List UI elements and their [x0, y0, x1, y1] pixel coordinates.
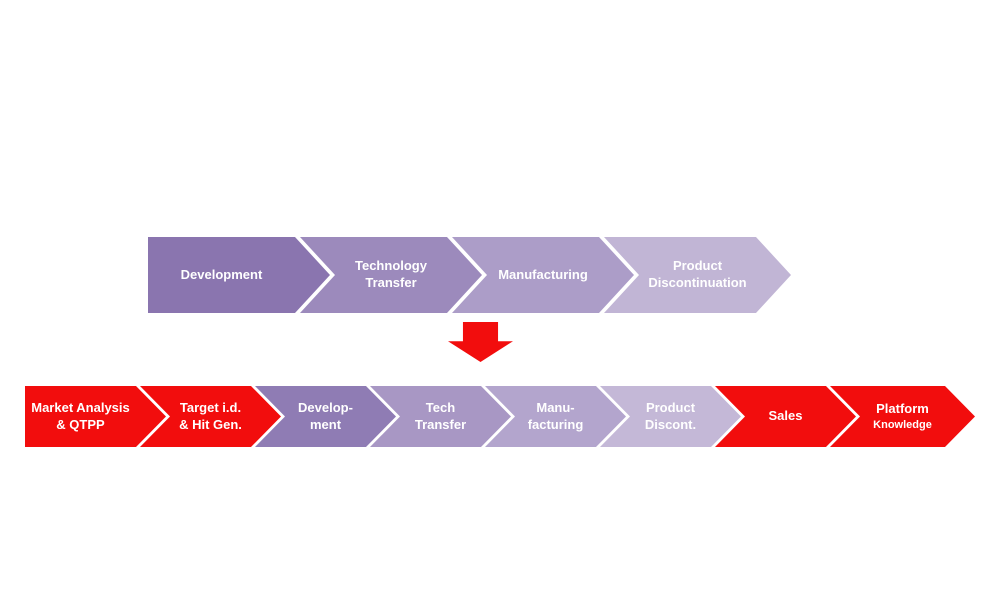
down-arrow [448, 322, 513, 362]
chevron-label-line: Transfer [365, 275, 417, 290]
chevron-label-line: & QTPP [56, 416, 105, 432]
chevron-label-line: Sales [768, 408, 803, 424]
chevron-label-line: Discont. [644, 416, 697, 432]
chevron-label-line: Tech [425, 399, 456, 415]
chevron-manufacturing: Manufacturing [452, 237, 634, 313]
chevron-label-line: Platform [876, 400, 929, 416]
chevron-target-i-d-hit-gen: Target i.d.& Hit Gen. [140, 386, 281, 447]
chevron-label-line: Product [672, 258, 723, 274]
chevron-label-line: Manufacturing [498, 266, 588, 282]
chevron-label-line: & Hit Gen. [179, 416, 242, 432]
chevron-manu-facturing: Manu-facturing [485, 386, 626, 447]
chevron-market-analysis-qtpp: Market Analysis& QTPP [25, 386, 166, 447]
chevron-label-line: Transfer [414, 416, 467, 432]
chevron-development: Development [148, 237, 330, 313]
chevron-label-line: Technology [355, 258, 427, 274]
chevron-develop-ment: Develop-ment [255, 386, 396, 447]
chevron-label-line: facturing [527, 416, 584, 432]
chevron-label-line: Develop- [298, 399, 353, 415]
chevron-label-line: Discontinuation [648, 275, 747, 290]
chevron-label-line: Target i.d. [179, 399, 242, 415]
chevron-label-line: Product [645, 399, 696, 415]
chevron-label-line: Development [180, 266, 263, 282]
chevron-label-line: Market Analysis [31, 399, 130, 415]
chevron-label-line: Knowledge [873, 418, 932, 431]
chevron-sales: Sales [715, 386, 856, 447]
chevron-label-line: ment [309, 416, 342, 432]
chevron-label-line: Manu- [536, 399, 575, 415]
